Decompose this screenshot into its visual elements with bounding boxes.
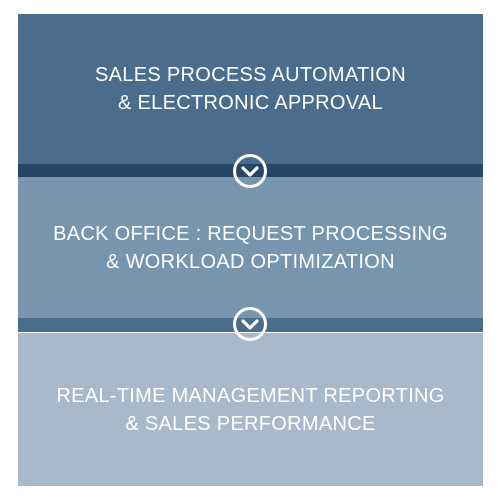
chevron-down-circle-icon — [232, 306, 268, 342]
step-3-management-reporting: REAL-TIME MANAGEMENT REPORTING & SALES P… — [18, 333, 483, 486]
step-2-back-office: BACK OFFICE : REQUEST PROCESSING & WORKL… — [18, 177, 483, 318]
step-1-sales-automation: SALES PROCESS AUTOMATION & ELECTRONIC AP… — [18, 14, 483, 164]
step-2-title-line-2: & WORKLOAD OPTIMIZATION — [106, 250, 395, 273]
connector-band-1 — [18, 164, 483, 178]
step-3-title-line-1: REAL-TIME MANAGEMENT REPORTING — [56, 384, 445, 407]
step-3-title-line-2: & SALES PERFORMANCE — [125, 412, 376, 435]
process-flow: SALES PROCESS AUTOMATION & ELECTRONIC AP… — [18, 14, 483, 486]
step-1-title-line-2: & ELECTRONIC APPROVAL — [118, 92, 383, 114]
step-2-title-line-1: BACK OFFICE : REQUEST PROCESSING — [53, 222, 448, 245]
step-1-title-line-1: SALES PROCESS AUTOMATION — [95, 64, 406, 86]
chevron-down-circle-icon — [232, 153, 268, 189]
connector-band-2 — [18, 318, 483, 332]
